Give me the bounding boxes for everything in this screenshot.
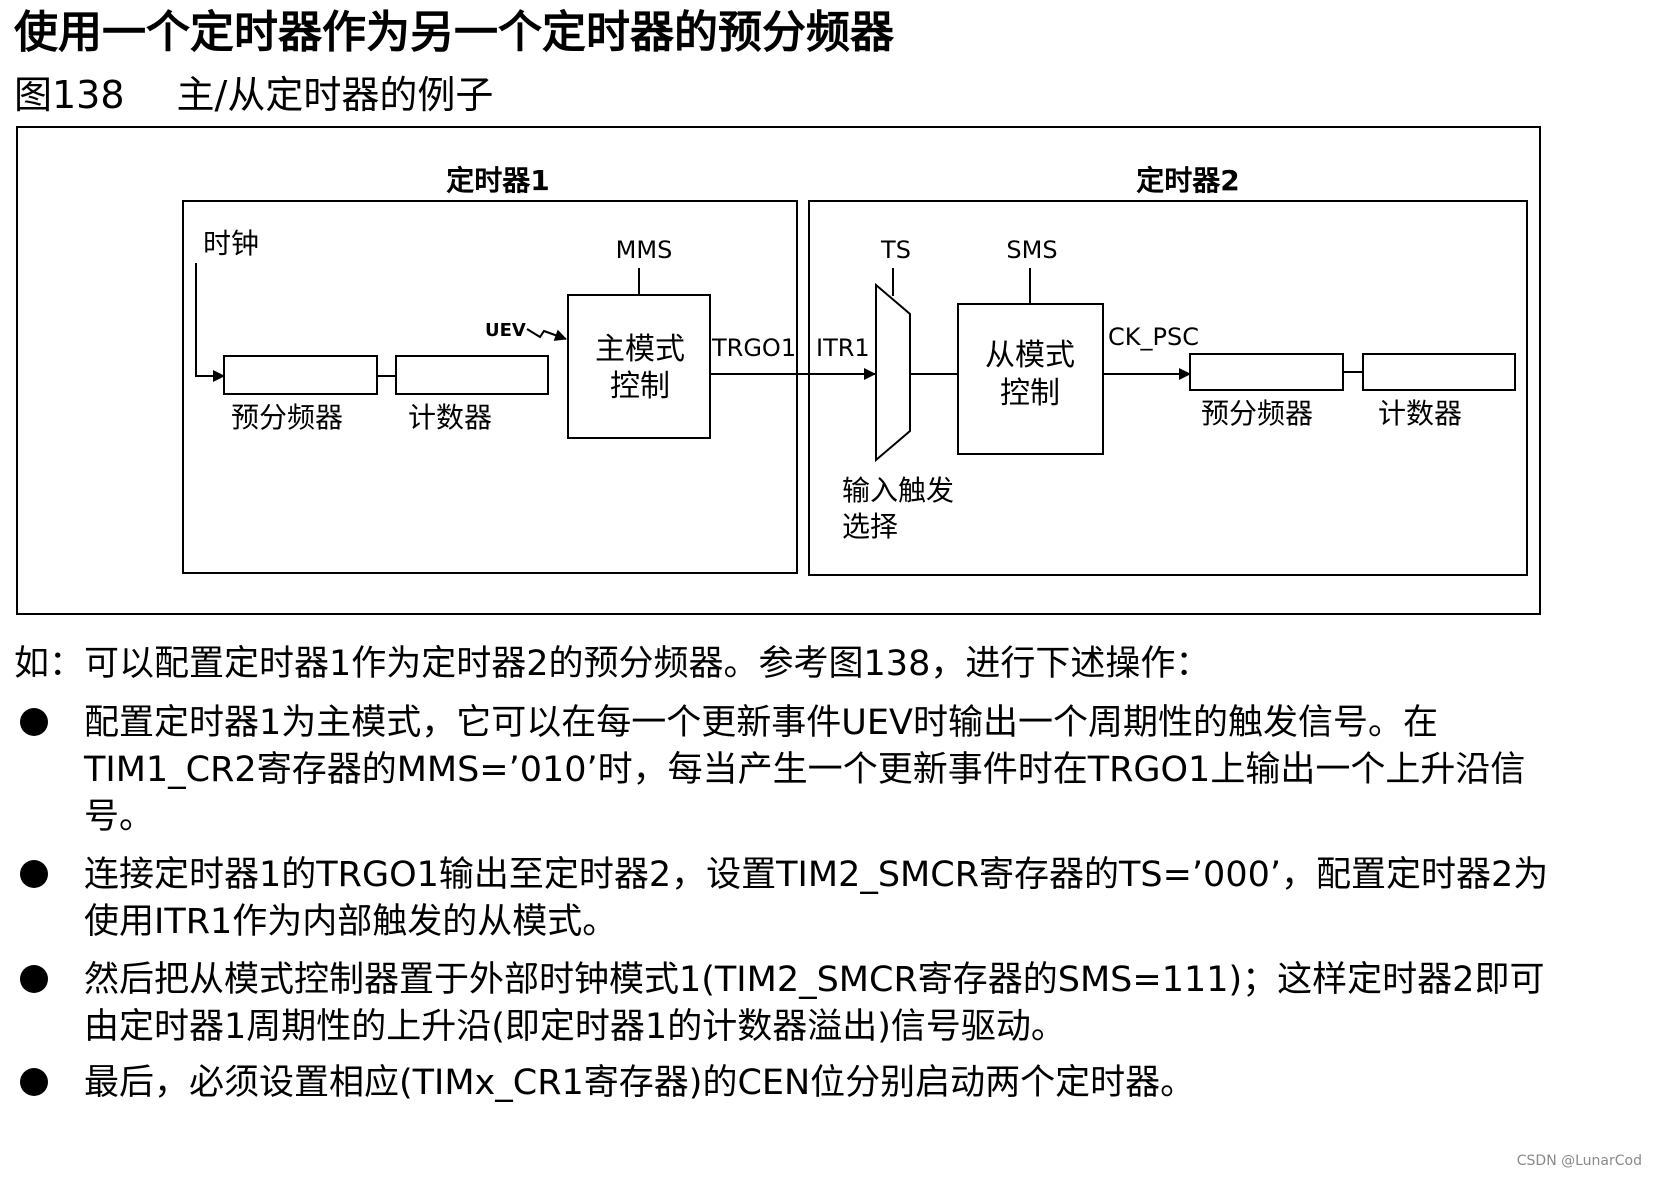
timer2-title: 定时器2 (1136, 164, 1239, 197)
watermark: CSDN @LunarCod (1516, 1153, 1642, 1169)
timer2-box (808, 200, 1528, 576)
timer1-box (182, 200, 798, 574)
timer1-clock-label: 时钟 (203, 227, 259, 260)
itr1-label: ITR1 (816, 334, 870, 362)
figure-title: 主/从定时器的例子 (176, 73, 494, 117)
timer2-counter-box (1362, 353, 1516, 391)
trgo1-label: TRGO1 (711, 334, 796, 362)
timer2-counter-label: 计数器 (1378, 397, 1462, 430)
ts-label: TS (880, 236, 911, 264)
mux-label-line2: 选择 (842, 510, 898, 543)
slave-mode-label-line1: 从模式 (985, 338, 1075, 373)
timer2-prescaler-box (1189, 353, 1344, 391)
bullet-text: 配置定时器1为主模式，它可以在每一个更新事件UEV时输出一个周期性的触发信号。在… (84, 703, 1526, 837)
bullet-text: 连接定时器1的TRGO1输出至定时器2，设置TIM2_SMCR寄存器的TS=’0… (84, 855, 1549, 942)
figure-number: 图138 (14, 73, 125, 117)
ck-psc-label: CK_PSC (1108, 323, 1199, 351)
timer1-clock-line (195, 263, 225, 382)
figure-frame (16, 126, 1541, 615)
bullet-dot (20, 860, 48, 888)
slave-mode-block (957, 303, 1104, 455)
bullet-dot (20, 965, 48, 993)
mux-label-line1: 输入触发 (842, 474, 954, 507)
figure-caption: 图138 主/从定时器的例子 (14, 70, 493, 120)
bullet-text: 最后，必须设置相应(TIMx_CR1寄存器)的CEN位分别启动两个定时器。 (84, 1063, 1196, 1103)
timer2-prescaler-label: 预分频器 (1201, 397, 1313, 430)
timer1-uev-label: UEV (485, 320, 526, 341)
timer1-prescaler-box (223, 355, 378, 395)
timer1-counter-box (395, 355, 549, 395)
intro-paragraph: 如：可以配置定时器1作为定时器2的预分频器。参考图138，进行下述操作： (14, 644, 1211, 684)
master-mode-label-line1: 主模式 (595, 332, 685, 367)
slave-mode-label-line2: 控制 (1000, 376, 1060, 411)
bullet-text: 然后把从模式控制器置于外部时钟模式1(TIM2_SMCR寄存器的SMS=111)… (84, 960, 1545, 1047)
timer1-counter-label: 计数器 (408, 401, 492, 434)
timer1-prescaler-label: 预分频器 (231, 401, 343, 434)
input-trigger-mux (875, 282, 911, 463)
bullet-dot (20, 708, 48, 736)
timer1-mms-label: MMS (616, 236, 673, 264)
uev-arrow (526, 328, 567, 341)
section-heading: 使用一个定时器作为另一个定时器的预分频器 (14, 7, 894, 58)
sms-label: SMS (1006, 236, 1057, 264)
bullet-dot (20, 1068, 48, 1096)
timer1-title: 定时器1 (446, 164, 549, 197)
master-mode-label-line2: 控制 (610, 369, 670, 404)
master-mode-block (567, 294, 711, 439)
